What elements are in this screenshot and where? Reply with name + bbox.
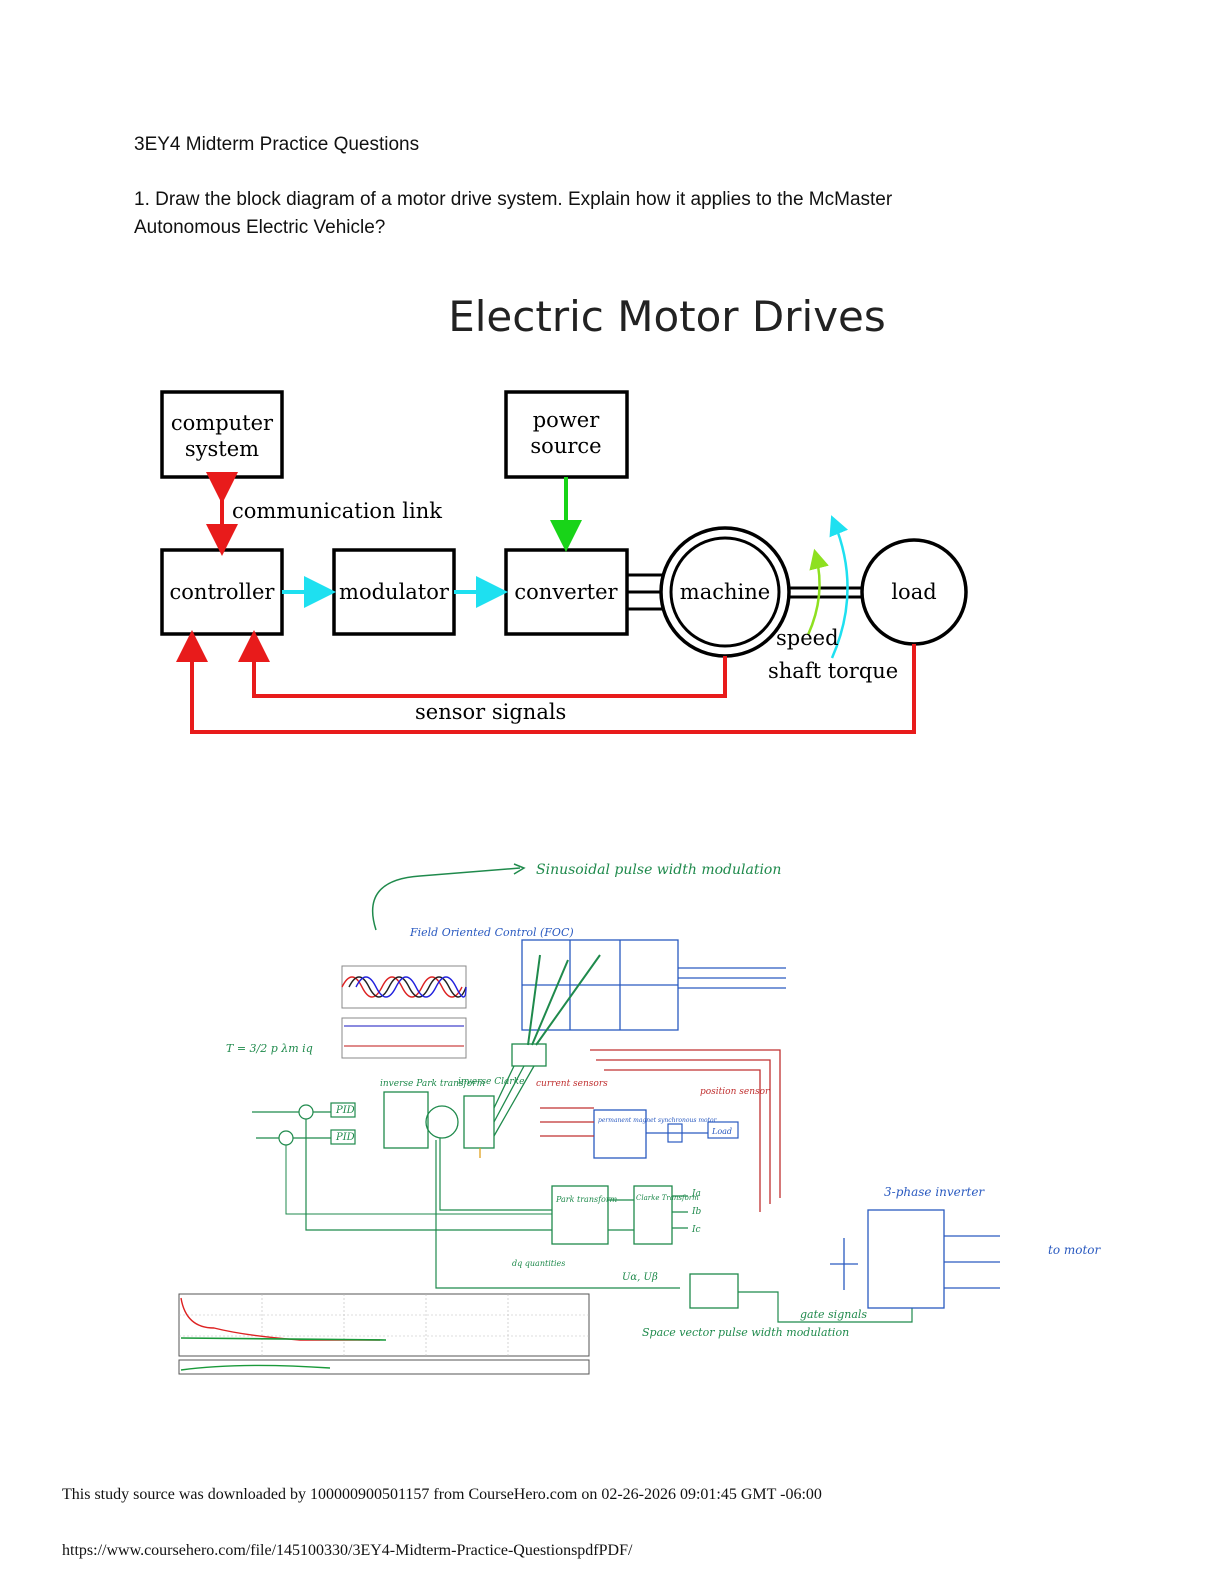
dq-quantities-label: dq quantities [512, 1259, 565, 1268]
converter-label: converter [514, 580, 618, 604]
document-title: 3EY4 Midterm Practice Questions [134, 134, 420, 155]
sketch-load-label: Load [711, 1127, 732, 1136]
speed-arrow [806, 548, 829, 636]
spwm-label: Sinusoidal pulse width modulation [536, 862, 781, 878]
svpwm-label: Space vector pulse width modulation [642, 1326, 849, 1339]
modulator-label: modulator [339, 580, 450, 604]
ualpha-label: Uα, Uβ [622, 1272, 658, 1283]
pid-1-label: PID [335, 1105, 355, 1116]
response-plot-bottom [178, 1359, 590, 1375]
ic-label: Ic [691, 1225, 701, 1235]
gate-signals-label: gate signals [800, 1308, 867, 1321]
dq-current-plot [341, 1017, 467, 1059]
communication-link-label: communication link [232, 499, 442, 523]
pmsm-block [593, 1109, 647, 1159]
load-block-sketch [707, 1121, 739, 1139]
position-sensor-label: position sensor [700, 1087, 770, 1097]
foc-label: Field Oriented Control (FOC) [409, 926, 574, 939]
torque-equation: T = 3/2 p λm iq [226, 1042, 313, 1055]
switch-bridge-sketch [521, 939, 786, 1031]
inverse-park-block [383, 1091, 429, 1149]
speed-label: speed [776, 626, 839, 650]
park-label: Park transform [555, 1195, 618, 1204]
inverter-block [867, 1209, 945, 1309]
pmsm-label: permanent magnet synchronous motor [598, 1117, 718, 1124]
inverse-clarke-label: inverse Clarke [458, 1077, 524, 1087]
pid-2-label: PID [335, 1132, 355, 1143]
power-source-label-1: power [533, 408, 600, 432]
shaft-torque-label: shaft torque [768, 659, 898, 683]
foc-handwritten-sketch: Sinusoidal pulse width modulation Field … [178, 862, 1102, 1375]
inverse-park-label: inverse Park transform [380, 1079, 485, 1089]
svpwm-block [689, 1273, 739, 1309]
source-url[interactable]: https://www.coursehero.com/file/14510033… [62, 1542, 633, 1559]
computer-system-block [160, 390, 284, 479]
inverse-clarke-block [463, 1095, 495, 1149]
download-notice: This study source was downloaded by 1000… [62, 1486, 822, 1503]
ib-label: Ib [691, 1207, 702, 1217]
machine-label: machine [680, 580, 770, 604]
inverter-label: 3-phase inverter [884, 1185, 985, 1199]
sensor-signals-label: sensor signals [415, 700, 566, 724]
computer-system-label-2: system [185, 437, 259, 461]
controller-label: controller [170, 580, 276, 604]
sine-waveform-plot [341, 965, 467, 1009]
load-sensor-line [176, 630, 916, 734]
clarke-block [633, 1185, 673, 1245]
response-plot-top [178, 1293, 590, 1357]
clarke-label: Clarke Transform [636, 1194, 699, 1202]
ia-label: Ia [691, 1189, 701, 1199]
computer-system-label-1: computer [171, 411, 274, 435]
machine-sensor-line [238, 630, 727, 698]
three-phase-sine-waves [341, 976, 467, 998]
to-motor-label: to motor [1048, 1243, 1102, 1257]
question-1: 1. Draw the block diagram of a motor dri… [134, 189, 893, 238]
load-label: load [891, 580, 936, 604]
park-block [551, 1185, 609, 1245]
power-source-label-2: source [530, 434, 601, 458]
figure-title: Electric Motor Drives [448, 292, 886, 341]
machine-inner-circle [669, 536, 781, 648]
motor-drive-block-diagram: computer system power source controller … [160, 390, 968, 734]
current-sensors-label: current sensors [536, 1079, 608, 1089]
pwm-block-sketch [511, 1043, 547, 1067]
torque-arrow [829, 515, 849, 659]
